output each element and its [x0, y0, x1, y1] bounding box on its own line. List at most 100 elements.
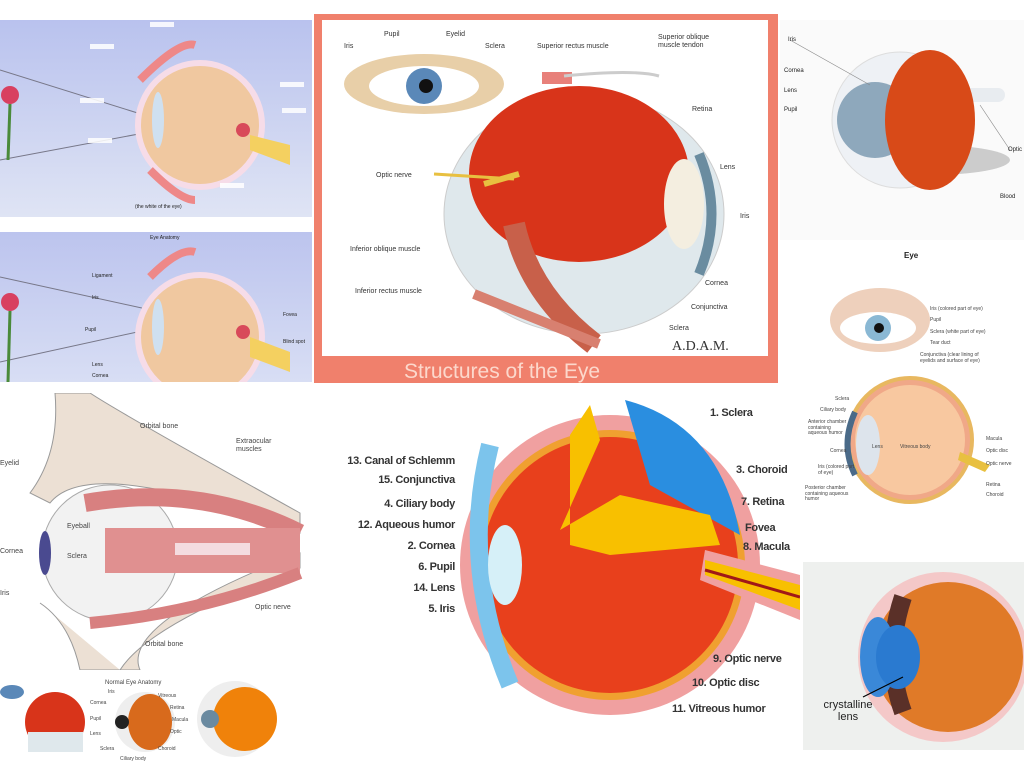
- eye-cross-section-illustration: [0, 247, 290, 382]
- label-orbital-bone: Orbital bone: [140, 423, 179, 430]
- label-retina: 7. Retina: [741, 496, 785, 508]
- label-conjunctiva: 15. Conjunctiva: [378, 474, 455, 486]
- label-conjunctiva: Conjunctiva: [691, 304, 728, 311]
- label-macula: Macula: [986, 436, 1003, 442]
- label-optic-nerve: Optic nerve: [255, 604, 291, 611]
- label-sclera: Sclera: [100, 746, 115, 752]
- label-optic: Optic: [1008, 147, 1023, 153]
- eye-cross-section-illustration: [344, 54, 725, 353]
- label-blind-spot: Blind spot: [283, 339, 305, 345]
- label-retina: Retina: [986, 482, 1001, 488]
- label-iris: Iris: [344, 43, 354, 50]
- label-pupil: Pupil: [384, 31, 400, 38]
- label-pupil: Pupil: [930, 317, 942, 323]
- thumbnail-title: Normal Eye Anatomy: [105, 680, 162, 686]
- label-iris: Iris: [108, 689, 115, 695]
- thumbnail-illustrations: [0, 681, 277, 757]
- orbit-extraocular-muscles-diagram[interactable]: Eyelid Orbital bone Extraocular muscles …: [0, 393, 320, 670]
- label-choroid: Choroid: [158, 746, 176, 752]
- label-sclera: Sclera: [485, 43, 505, 50]
- label-sclera: Sclera (white part of eye): [930, 329, 986, 335]
- label-lens: Lens: [720, 164, 736, 171]
- label-ligament: Ligament: [92, 273, 113, 279]
- label-macula: 8. Macula: [743, 541, 790, 553]
- orbit-illustration: [29, 393, 305, 670]
- label-sclera: Sclera: [67, 553, 87, 560]
- label-tear-duct: Tear duct: [930, 340, 951, 346]
- label-canal-of-schlemm: 13. Canal of Schlemm: [347, 455, 455, 467]
- numbered-eye-anatomy-diagram[interactable]: 13. Canal of Schlemm 15. Conjunctiva 4. …: [320, 385, 800, 725]
- label-optic-nerve: Optic nerve: [376, 172, 412, 179]
- label-iris: Iris: [740, 213, 750, 220]
- label-cornea: Cornea: [92, 373, 109, 379]
- label-lens: Lens: [90, 731, 101, 737]
- label-optic: Optic: [170, 729, 182, 735]
- label-conjunctiva: Conjunctiva (clear lining of eyelids and…: [920, 352, 980, 364]
- eye-3d-illustration: [789, 39, 1011, 190]
- label-fovea: Fovea: [745, 522, 776, 534]
- label-vitreous: Vitreous: [158, 693, 177, 699]
- caption-white-of-eye: (the white of the eye): [135, 204, 182, 210]
- label-posterior-chamber: Posterior chamber containing aqueous hum…: [805, 485, 849, 502]
- label-choroid: Choroid: [986, 492, 1004, 498]
- label-fovea: Fovea: [283, 312, 297, 318]
- label-lens: 14. Lens: [413, 582, 455, 594]
- label-pupil: Pupil: [85, 327, 97, 333]
- diagram-title: Eye Anatomy: [150, 235, 180, 241]
- diagram-title: Structures of the Eye: [404, 360, 601, 383]
- label-lens: Lens: [92, 362, 103, 368]
- eye-lens-illustration: [858, 572, 1024, 742]
- label-pupil: 6. Pupil: [418, 561, 455, 573]
- label-iris: Iris: [92, 295, 99, 301]
- label-cornea: 2. Cornea: [407, 540, 456, 552]
- label-eyeball: Eyeball: [67, 523, 90, 530]
- label-lens: Lens: [872, 444, 883, 450]
- label-optic-nerve: 9. Optic nerve: [713, 653, 782, 665]
- label-iris: 5. Iris: [428, 603, 455, 615]
- label-macula: Macula: [172, 717, 189, 723]
- label-iris-colored: Iris (colored part of eye): [818, 464, 855, 476]
- label-vitreous-humor: 11. Vitreous humor: [672, 703, 766, 715]
- label-cornea: Cornea: [830, 448, 847, 454]
- label-eyelid: Eyelid: [0, 460, 20, 467]
- label-sclera: Sclera: [835, 396, 850, 402]
- label-inferior-rectus-muscle: Inferior rectus muscle: [355, 288, 422, 295]
- label-retina: Retina: [692, 106, 713, 113]
- eye-external-and-section-diagram[interactable]: Eye Iris (colored part of eye) Pupil Scl…: [790, 240, 1024, 550]
- eye-diagram-blank-labels[interactable]: (the white of the eye): [0, 20, 312, 217]
- label-ciliary-body: Ciliary body: [120, 756, 147, 762]
- adam-logo: A.D.A.M.: [672, 339, 729, 354]
- label-choroid: 3. Choroid: [736, 464, 788, 476]
- label-vitreous-body: Vitreous body: [900, 444, 931, 450]
- normal-eye-anatomy-thumbnails[interactable]: Normal Eye Anatomy Iris Cornea Pupil Len…: [0, 672, 320, 768]
- label-sclera: 1. Sclera: [710, 407, 753, 419]
- structures-of-the-eye-diagram[interactable]: Iris Pupil Eyelid Sclera Superior rectus…: [314, 14, 778, 383]
- eye-3d-cutaway-diagram[interactable]: Iris Cornea Lens Pupil Optic Blood: [780, 20, 1024, 240]
- label-iris: Iris (colored part of eye): [930, 306, 983, 312]
- label-iris: Iris: [788, 37, 796, 43]
- label-optic-disc: Optic disc: [986, 448, 1008, 454]
- label-ciliary-body: Ciliary body: [820, 407, 847, 413]
- crystalline-lens-diagram[interactable]: crystalline lens: [803, 562, 1024, 750]
- label-anterior-chamber: Anterior chamber containing aqueous humo…: [808, 419, 847, 436]
- diagram-title: Eye: [904, 251, 919, 260]
- label-superior-oblique-muscle-tendon: Superior oblique muscle tendon: [658, 34, 709, 49]
- eye-cross-section-illustration: [460, 400, 800, 715]
- label-eyelid: Eyelid: [446, 31, 466, 38]
- label-optic-nerve: Optic nerve: [986, 461, 1012, 467]
- eye-anatomy-blue-diagram[interactable]: Eye Anatomy Ligament Iris Pupil Lens Cor…: [0, 232, 312, 382]
- label-sclera: Sclera: [669, 325, 689, 332]
- label-ciliary-body: 4. Ciliary body: [384, 498, 455, 510]
- label-orbital-bone: Orbital bone: [145, 641, 184, 648]
- label-iris: Iris: [0, 590, 10, 597]
- label-lens: Lens: [784, 88, 798, 94]
- label-cornea: Cornea: [784, 68, 804, 74]
- label-inferior-oblique-muscle: Inferior oblique muscle: [350, 246, 421, 253]
- label-blood: Blood: [1000, 194, 1016, 200]
- label-pupil: Pupil: [90, 716, 102, 722]
- label-cornea: Cornea: [0, 548, 23, 555]
- label-aqueous-humor: 12. Aqueous humor: [357, 519, 455, 531]
- label-cornea: Cornea: [705, 280, 728, 287]
- eye-illustration: [830, 288, 990, 504]
- label-retina: Retina: [170, 705, 185, 711]
